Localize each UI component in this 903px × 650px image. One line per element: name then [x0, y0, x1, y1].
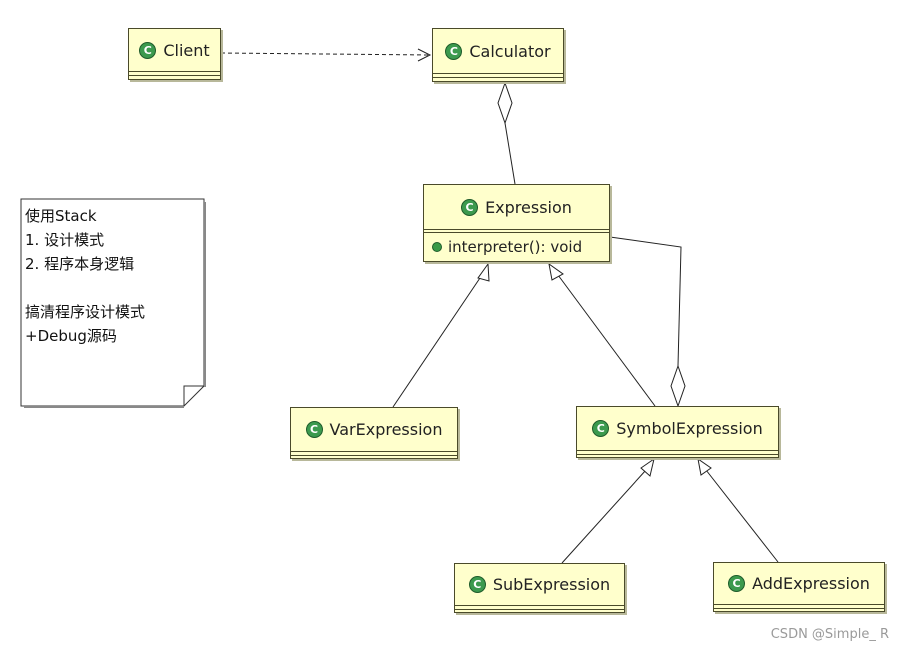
class-varexpression[interactable]: C VarExpression	[290, 407, 458, 459]
class-icon: C	[461, 198, 479, 216]
note-shape	[20, 198, 206, 408]
note-line: 使用Stack	[25, 207, 97, 225]
class-name: Calculator	[469, 41, 551, 61]
class-client[interactable]: C Client	[128, 28, 221, 80]
generalization-varexpression-expression	[392, 262, 490, 408]
note-line: 搞清程序设计模式	[25, 303, 146, 321]
class-name: SubExpression	[492, 575, 611, 594]
class-icon: C	[592, 420, 610, 437]
class-header: C Calculator	[433, 29, 563, 73]
note-line: 2. 程序本身逻辑	[25, 255, 135, 273]
class-compartment	[577, 450, 778, 454]
class-calculator[interactable]: C Calculator	[432, 28, 564, 82]
class-name: Expression	[485, 197, 572, 217]
class-icon: C	[445, 42, 463, 60]
generalization-symbolexpression-expression	[548, 262, 656, 407]
class-compartment	[577, 454, 778, 455]
class-icon: C	[139, 41, 157, 59]
class-header: C SubExpression	[455, 564, 624, 605]
note-line: 1. 设计模式	[25, 231, 105, 249]
class-compartment	[129, 75, 220, 76]
aggregation-symbolexpression-expression	[609, 236, 686, 408]
class-name: VarExpression	[329, 420, 443, 439]
class-compartment	[291, 455, 457, 456]
class-header: C Expression	[424, 185, 609, 229]
class-header: C AddExpression	[714, 563, 884, 604]
class-header: C Client	[129, 29, 220, 71]
class-addexpression[interactable]: C AddExpression	[713, 562, 885, 612]
class-header: C VarExpression	[291, 408, 457, 451]
class-compartment	[714, 608, 884, 609]
generalization-addexpression-symbolexpression	[697, 457, 779, 563]
class-compartment	[433, 77, 563, 78]
dependency-client-calculator	[220, 48, 432, 62]
class-expression[interactable]: C Expression interpreter(): void	[423, 184, 610, 262]
note-text: 使用Stack 1. 设计模式 2. 程序本身逻辑搞清程序设计模式 +Debug源码	[25, 204, 145, 348]
class-header: C SymbolExpression	[577, 407, 778, 450]
class-compartment	[433, 73, 563, 77]
class-compartment	[291, 451, 457, 455]
class-name: SymbolExpression	[616, 419, 763, 438]
note[interactable]: 使用Stack 1. 设计模式 2. 程序本身逻辑搞清程序设计模式 +Debug源码	[18, 196, 206, 408]
class-symbolexpression[interactable]: C SymbolExpression	[576, 406, 779, 458]
class-compartment	[455, 605, 624, 609]
class-compartment	[129, 71, 220, 75]
note-line	[25, 276, 145, 300]
public-method-icon	[432, 242, 442, 252]
class-subexpression[interactable]: C SubExpression	[454, 563, 625, 613]
class-icon: C	[468, 576, 486, 593]
watermark: CSDN @Simple_ R	[770, 627, 889, 642]
class-icon: C	[728, 575, 746, 592]
class-icon: C	[305, 421, 323, 438]
class-compartment	[424, 229, 609, 232]
class-name: AddExpression	[752, 574, 870, 593]
note-line: +Debug源码	[25, 327, 117, 345]
operation-interpreter[interactable]: interpreter(): void	[448, 238, 583, 256]
class-compartment	[455, 609, 624, 610]
class-operations: interpreter(): void	[424, 232, 609, 261]
class-name: Client	[163, 40, 210, 60]
aggregation-calculator-expression	[497, 81, 516, 185]
generalization-subexpression-symbolexpression	[561, 457, 655, 564]
class-compartment	[714, 604, 884, 608]
